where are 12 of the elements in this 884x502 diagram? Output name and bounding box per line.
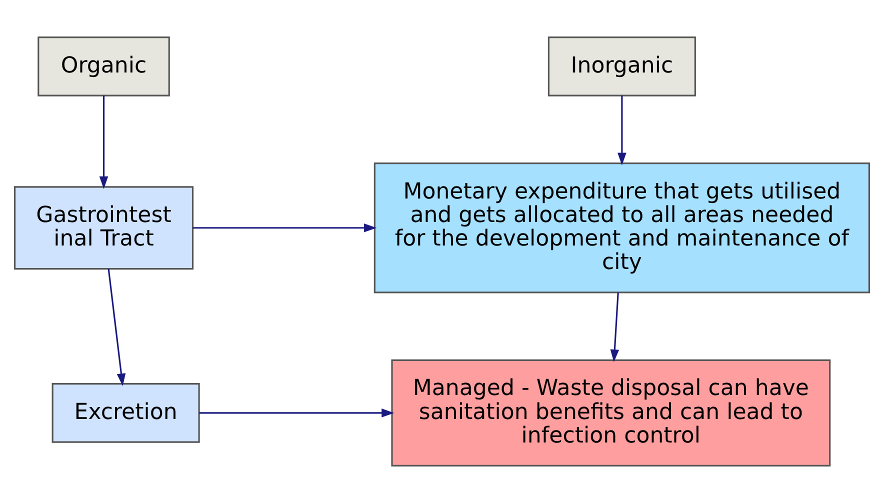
- arrow: [108, 268, 126, 386]
- node-box: Gastrointest inal Tract: [14, 186, 194, 270]
- arrow: [99, 95, 108, 188]
- node-box: Inorganic: [548, 36, 696, 96]
- arrow: [618, 95, 626, 165]
- arrow: [192, 222, 377, 232]
- node-box: Excretion: [52, 382, 200, 442]
- arrow: [199, 408, 394, 417]
- node-box: Organic: [38, 36, 170, 96]
- node-box: Monetary expenditure that gets utilised and gets allocated to all areas needed for the development and maintenance of city: [374, 162, 870, 293]
- node-box: Managed - Waste disposal can have sanitation benefits and can lead to infection control: [391, 358, 831, 466]
- arrow: [610, 292, 620, 362]
